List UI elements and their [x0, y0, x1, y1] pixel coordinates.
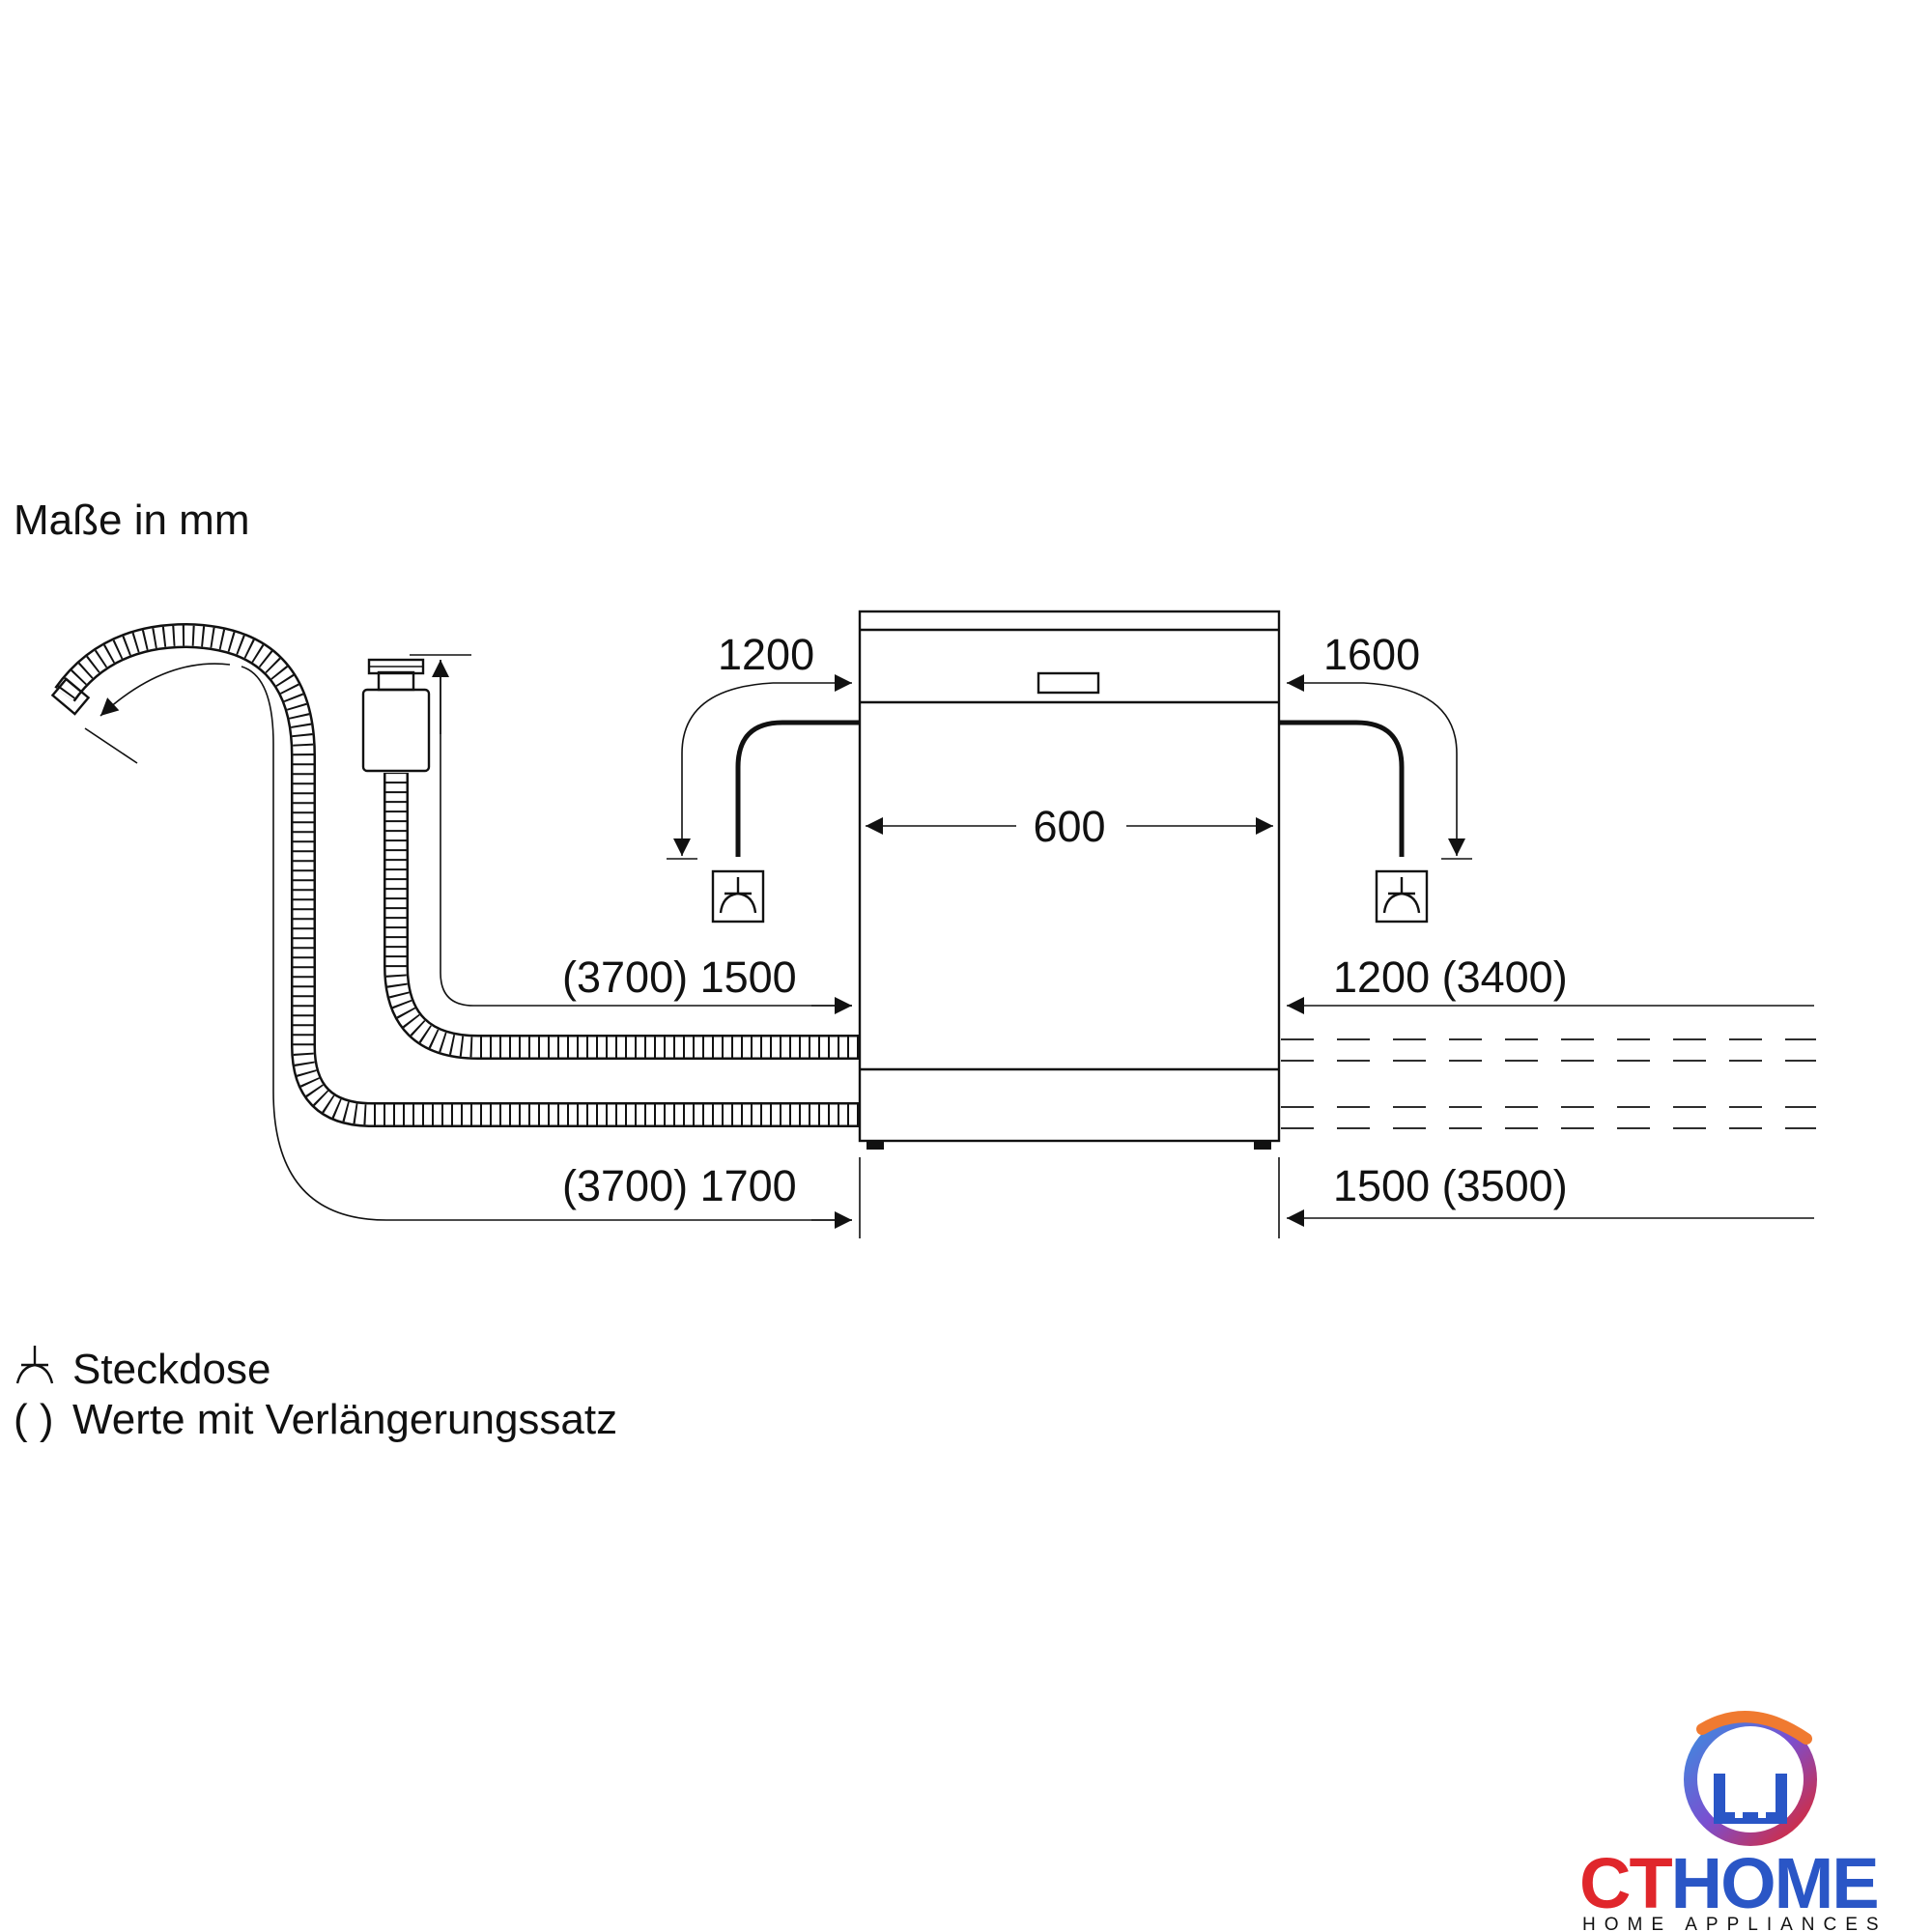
aquastop-valve	[361, 688, 431, 773]
right-socket-label: 1600	[1323, 630, 1420, 679]
left-drain-label: (3700) 1700	[562, 1161, 797, 1210]
right-hose-routing	[1281, 1038, 1816, 1129]
right-power-cable	[1279, 720, 1429, 923]
paren-legend-symbol: ( )	[14, 1396, 54, 1443]
cthome-logo: CTHOME HOME APPLIANCES	[1579, 1711, 1888, 1932]
left-socket-dimension: 1200	[667, 630, 852, 860]
extension-legend-label: Werte mit Verlängerungssatz	[72, 1396, 617, 1443]
logo-brand-text: CTHOME	[1579, 1843, 1878, 1923]
left-power-cable	[711, 720, 860, 923]
control-panel-display	[1037, 671, 1100, 695]
right-drain-dimension: 1500 (3500)	[1278, 1157, 1814, 1238]
left-inlet-label: (3700) 1500	[562, 952, 797, 1002]
left-socket-symbol	[711, 869, 765, 923]
right-socket-symbol	[1375, 869, 1429, 923]
units-title: Maße in mm	[14, 497, 249, 544]
socket-legend-label: Steckdose	[72, 1346, 270, 1393]
drain-hose	[50, 623, 859, 1127]
dishwasher-front-view	[858, 610, 1281, 1150]
socket-legend-icon	[15, 1346, 54, 1384]
drain-dimension: (3700) 1700	[241, 666, 861, 1238]
left-foot	[867, 1141, 884, 1150]
right-foot	[1254, 1141, 1271, 1150]
logo-tagline: HOME APPLIANCES	[1582, 1915, 1888, 1932]
right-drain-label: 1500 (3500)	[1333, 1161, 1568, 1210]
right-inlet-dimension: 1200 (3400)	[1287, 952, 1814, 1014]
left-socket-label: 1200	[718, 630, 814, 679]
legend: Steckdose ( ) Werte mit Verlängerungssat…	[14, 1346, 617, 1443]
drain-hose-end	[50, 677, 91, 716]
house-icon	[1684, 1711, 1817, 1846]
water-inlet-hose	[361, 658, 859, 1060]
width-dimension: 600	[866, 802, 1273, 851]
width-label: 600	[1033, 802, 1105, 851]
inlet-dimension: (3700) 1500	[410, 654, 852, 1014]
right-inlet-label: 1200 (3400)	[1333, 952, 1568, 1002]
right-socket-dimension: 1600	[1287, 630, 1472, 860]
